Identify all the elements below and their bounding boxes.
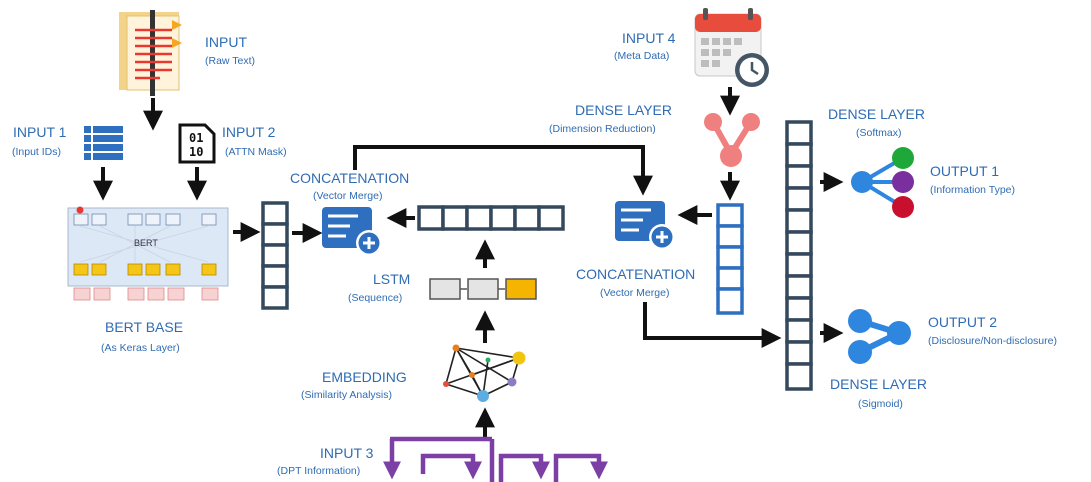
input2-subtitle: (ATTN Mask) xyxy=(225,146,287,158)
concat2-title: CONCATENATION xyxy=(576,266,695,282)
arrow-concat2-to-dense xyxy=(643,302,782,348)
input1-subtitle: (Input IDs) xyxy=(12,146,61,158)
input4-title: INPUT 4 xyxy=(622,30,676,46)
bert-block-icon: BERT xyxy=(67,206,229,301)
dense-softmax-subtitle: (Softmax) xyxy=(856,127,902,139)
network-graph-icon xyxy=(443,344,526,402)
table-icon xyxy=(84,126,123,160)
bert-output-vector xyxy=(261,201,289,310)
final-dense-vector xyxy=(785,120,813,391)
input3-subtitle: (DPT Information) xyxy=(277,465,360,477)
input1-title: INPUT 1 xyxy=(13,124,67,140)
output2-subtitle: (Disclosure/Non-disclosure) xyxy=(928,335,1057,347)
lstm-output-vector xyxy=(417,205,565,231)
dense-reduction-title: DENSE LAYER xyxy=(575,102,672,118)
dense-sigmoid-subtitle: (Sigmoid) xyxy=(858,398,903,410)
dense-reduction-subtitle: (Dimension Reduction) xyxy=(549,123,656,135)
meta-data-vector xyxy=(716,203,744,315)
binary-file-icon: 01 10 xyxy=(178,123,216,164)
lstm-cells xyxy=(429,278,537,300)
concat1-subtitle: (Vector Merge) xyxy=(313,190,382,202)
output2-share-icon xyxy=(848,309,911,364)
lstm-subtitle: (Sequence) xyxy=(348,292,402,304)
bert-subtitle: (As Keras Layer) xyxy=(101,342,180,354)
input-subtitle: (Raw Text) xyxy=(205,55,255,67)
bert-title: BERT BASE xyxy=(105,319,183,335)
reduction-node-icon xyxy=(704,113,760,167)
concat2-merge-icon xyxy=(615,201,675,250)
output1-title: OUTPUT 1 xyxy=(930,163,999,179)
lstm-title: LSTM xyxy=(373,271,410,287)
input2-title: INPUT 2 xyxy=(222,124,276,140)
output1-subtitle: (Information Type) xyxy=(930,184,1015,196)
bert-inner-label: BERT xyxy=(134,238,158,248)
concat2-subtitle: (Vector Merge) xyxy=(600,287,669,299)
svg-text:10: 10 xyxy=(189,145,203,159)
document-icon xyxy=(119,10,182,96)
dpt-branch-icon xyxy=(383,436,608,482)
input4-subtitle: (Meta Data) xyxy=(614,50,669,62)
output2-title: OUTPUT 2 xyxy=(928,314,997,330)
concat1-merge-icon xyxy=(322,207,382,256)
dense-sigmoid-title: DENSE LAYER xyxy=(830,376,927,392)
output1-tree-icon xyxy=(851,147,914,218)
concat1-title: CONCATENATION xyxy=(290,170,409,186)
svg-text:01: 01 xyxy=(189,131,203,145)
embedding-subtitle: (Similarity Analysis) xyxy=(301,389,392,401)
input-title: INPUT xyxy=(205,34,247,50)
embedding-title: EMBEDDING xyxy=(322,369,407,385)
connector-arrows xyxy=(93,87,844,437)
input3-title: INPUT 3 xyxy=(320,445,374,461)
dense-softmax-title: DENSE LAYER xyxy=(828,106,925,122)
arrow-concat1-to-concat2 xyxy=(353,145,653,196)
calendar-clock-icon xyxy=(694,8,769,87)
